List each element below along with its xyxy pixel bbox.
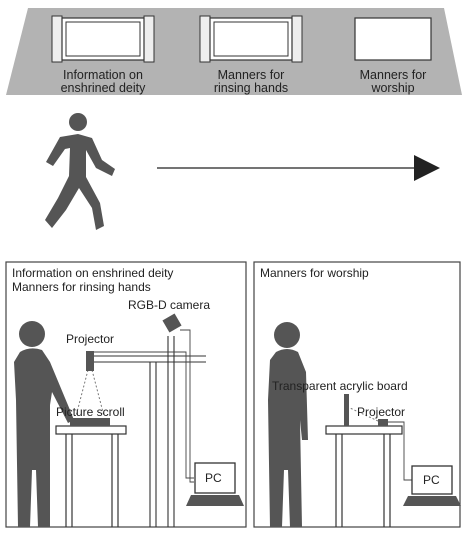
right-projector	[378, 419, 388, 426]
right-projection-beam	[349, 407, 379, 422]
left-pc-label: PC	[205, 471, 222, 485]
banner-caption-3-line1: Manners for	[359, 68, 427, 82]
right-arrow-icon	[414, 155, 440, 181]
walking-person-icon	[45, 113, 115, 230]
left-table	[55, 425, 127, 527]
right-panel-frame	[253, 261, 461, 528]
right-panel-title: Manners for worship	[260, 266, 369, 280]
banner-caption-3: Manners for worship	[338, 69, 448, 94]
left-panel-frame	[5, 261, 247, 528]
left-panel-title-line2: Manners for rinsing hands	[12, 280, 151, 294]
right-table	[325, 425, 403, 527]
left-projector-label: Projector	[66, 332, 115, 346]
right-laptop	[403, 465, 461, 506]
left-panel-title-line1: Information on enshrined deity	[12, 266, 174, 280]
rgbd-camera	[162, 313, 182, 333]
left-person-icon	[14, 321, 74, 527]
scroll-display-2	[199, 15, 303, 63]
banner-caption-1: Information on enshrined deity	[48, 69, 158, 94]
banner-caption-2: Manners for rinsing hands	[196, 69, 306, 94]
camera-label: RGB-D camera	[128, 298, 211, 312]
banner-caption-2-line1: Manners for	[217, 68, 285, 82]
scroll-display-1	[51, 15, 155, 63]
left-laptop	[186, 462, 244, 506]
left-panel-title: Information on enshrined deity Manners f…	[12, 267, 173, 293]
left-projector	[86, 351, 94, 371]
worship-board	[354, 17, 432, 61]
picture-scroll-label: Picture scroll	[56, 405, 125, 419]
right-pc-label: PC	[423, 473, 440, 487]
banner-caption-1-line2: enshrined deity	[60, 80, 146, 95]
right-projector-label: Projector	[357, 405, 406, 419]
banner-caption-2-line2: rinsing hands	[213, 80, 289, 95]
left-cables	[94, 329, 194, 483]
right-person-icon	[268, 322, 308, 527]
camera-stand	[94, 336, 206, 527]
banner-caption-3-line2: worship	[371, 80, 415, 95]
right-cable	[388, 421, 412, 481]
banner-caption-1-line1: Information on	[63, 68, 143, 82]
picture-scroll	[70, 418, 110, 426]
acrylic-board-label: Transparent acrylic board	[272, 379, 408, 393]
acrylic-board	[344, 394, 349, 426]
